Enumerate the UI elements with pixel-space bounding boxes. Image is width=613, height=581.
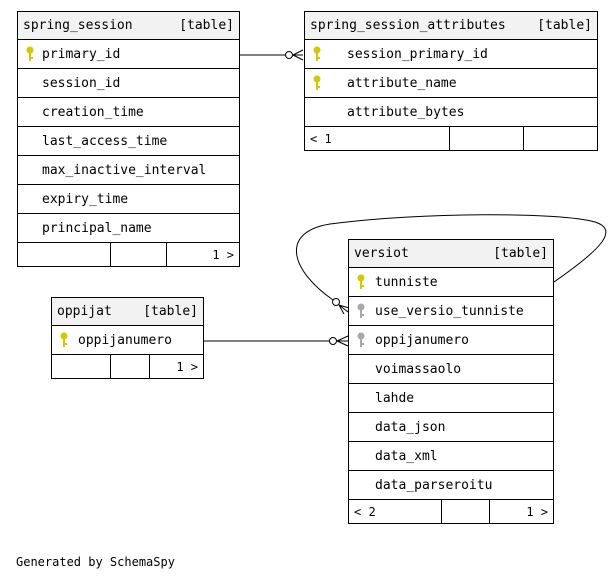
foreign-key-icon bbox=[357, 332, 365, 347]
table-spring-session-attributes[interactable]: spring_session_attributes [table] sessio… bbox=[304, 11, 598, 151]
column-name: expiry_time bbox=[42, 191, 129, 207]
column-name: last_access_time bbox=[42, 133, 168, 149]
column-name: max_inactive_interval bbox=[42, 162, 207, 178]
children-count[interactable]: 1 > bbox=[526, 504, 548, 519]
table-name[interactable]: oppijat bbox=[57, 304, 112, 319]
table-name[interactable]: spring_session bbox=[23, 18, 133, 33]
column-name: data_xml bbox=[375, 448, 438, 464]
column-name: creation_time bbox=[42, 104, 144, 120]
table-spring-session[interactable]: spring_session [table] primary_id sessio… bbox=[17, 11, 240, 267]
column-row[interactable]: creation_time bbox=[18, 98, 239, 127]
column-name: primary_id bbox=[42, 46, 121, 62]
table-oppijat[interactable]: oppijat [table] oppijanumero 1 > bbox=[51, 297, 204, 379]
relationship-oppijat-to-versiot bbox=[204, 335, 349, 347]
footer-mid bbox=[111, 355, 150, 378]
primary-key-icon bbox=[60, 332, 68, 347]
column-name: tunniste bbox=[375, 274, 438, 290]
column-row[interactable]: attribute_bytes bbox=[305, 98, 597, 127]
primary-key-icon bbox=[313, 46, 321, 61]
table-footer: 1 > bbox=[52, 355, 203, 378]
table-type-tag: [table] bbox=[537, 18, 592, 33]
column-row[interactable]: oppijanumero bbox=[52, 326, 203, 355]
column-name: use_versio_tunniste bbox=[375, 303, 524, 319]
column-row[interactable]: attribute_name bbox=[305, 69, 597, 98]
children-count[interactable] bbox=[524, 127, 597, 150]
parents-count[interactable]: < 2 bbox=[349, 500, 442, 523]
column-name: attribute_bytes bbox=[347, 104, 465, 120]
column-name: oppijanumero bbox=[375, 332, 469, 348]
footer-mid bbox=[442, 500, 490, 523]
relationship-session-to-attributes bbox=[240, 49, 304, 61]
table-type-tag: [table] bbox=[179, 18, 234, 33]
column-name: principal_name bbox=[42, 220, 152, 236]
column-name: session_primary_id bbox=[347, 46, 488, 62]
column-row[interactable]: data_parseroitu bbox=[349, 471, 553, 500]
column-row[interactable]: primary_id bbox=[18, 40, 239, 69]
column-row[interactable]: tunniste bbox=[349, 268, 553, 297]
column-row[interactable]: max_inactive_interval bbox=[18, 156, 239, 185]
table-header: versiot [table] bbox=[349, 240, 553, 268]
column-row[interactable]: expiry_time bbox=[18, 185, 239, 214]
primary-key-icon bbox=[26, 46, 34, 61]
column-name: voimassaolo bbox=[375, 361, 462, 377]
column-row[interactable]: data_json bbox=[349, 413, 553, 442]
table-versiot[interactable]: versiot [table] tunniste use_versio_tunn… bbox=[348, 239, 554, 524]
parents-count[interactable] bbox=[52, 355, 111, 378]
table-name[interactable]: versiot bbox=[354, 246, 409, 261]
primary-key-icon bbox=[313, 75, 321, 90]
column-row[interactable]: session_id bbox=[18, 69, 239, 98]
column-name: oppijanumero bbox=[78, 332, 172, 348]
column-name: data_parseroitu bbox=[375, 477, 493, 493]
column-name: data_json bbox=[375, 419, 446, 435]
foreign-key-icon bbox=[357, 303, 365, 318]
column-row[interactable]: principal_name bbox=[18, 214, 239, 243]
primary-key-icon bbox=[357, 274, 365, 289]
column-name: attribute_name bbox=[347, 75, 457, 91]
table-footer: 1 > bbox=[18, 243, 239, 266]
column-row[interactable]: oppijanumero bbox=[349, 326, 553, 355]
table-type-tag: [table] bbox=[493, 246, 548, 261]
table-type-tag: [table] bbox=[143, 304, 198, 319]
footer-mid bbox=[450, 127, 524, 150]
column-name: session_id bbox=[42, 75, 121, 91]
column-row[interactable]: voimassaolo bbox=[349, 355, 553, 384]
parents-count[interactable]: < 1 bbox=[305, 127, 450, 150]
children-count[interactable]: 1 > bbox=[212, 247, 234, 262]
table-footer: < 2 1 > bbox=[349, 500, 553, 523]
table-footer: < 1 bbox=[305, 127, 597, 150]
column-row[interactable]: use_versio_tunniste bbox=[349, 297, 553, 326]
column-row[interactable]: data_xml bbox=[349, 442, 553, 471]
column-name: lahde bbox=[375, 390, 415, 406]
column-row[interactable]: session_primary_id bbox=[305, 40, 597, 69]
generated-by-caption: Generated by SchemaSpy bbox=[16, 555, 175, 569]
table-header: oppijat [table] bbox=[52, 298, 203, 326]
table-header: spring_session_attributes [table] bbox=[305, 12, 597, 40]
column-row[interactable]: lahde bbox=[349, 384, 553, 413]
relationship-versiot-self bbox=[296, 214, 607, 315]
parents-count[interactable] bbox=[18, 243, 111, 266]
column-row[interactable]: last_access_time bbox=[18, 127, 239, 156]
children-count[interactable]: 1 > bbox=[176, 359, 198, 374]
table-name[interactable]: spring_session_attributes bbox=[310, 18, 506, 33]
table-header: spring_session [table] bbox=[18, 12, 239, 40]
footer-mid bbox=[111, 243, 167, 266]
